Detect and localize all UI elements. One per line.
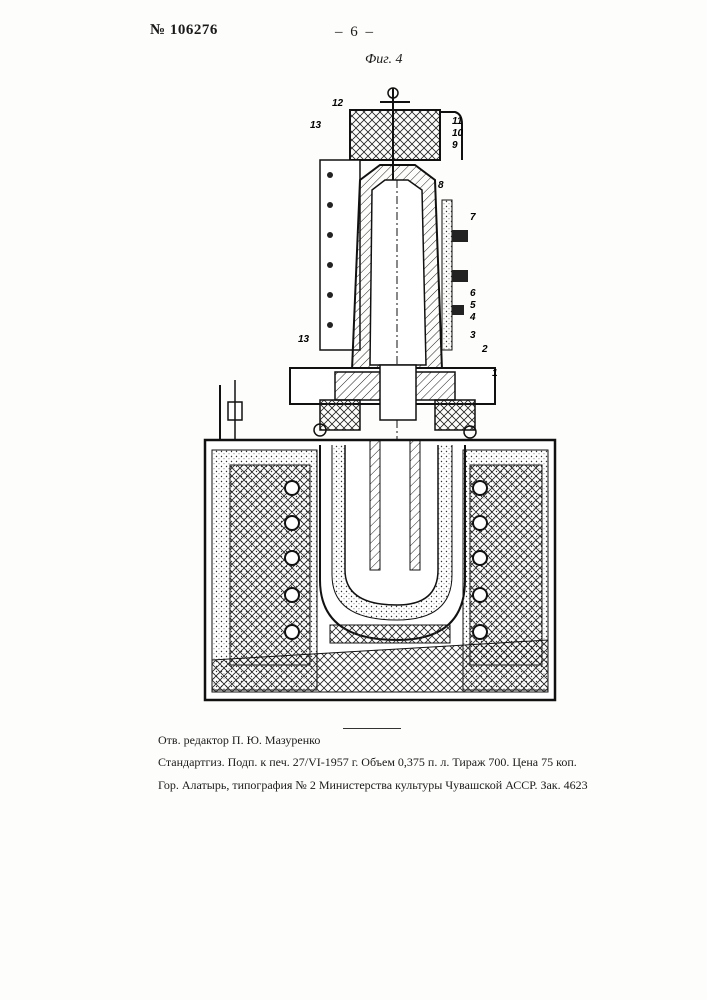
flange-assembly — [220, 365, 495, 440]
callout-8: 8 — [438, 180, 444, 191]
callout-5: 5 — [470, 300, 476, 311]
patent-number: № 106276 — [150, 22, 218, 39]
callout-10: 10 — [452, 128, 464, 139]
callout-4: 4 — [469, 312, 476, 323]
callout-7: 7 — [470, 212, 476, 223]
callout-12: 12 — [332, 98, 344, 109]
callout-6: 6 — [470, 288, 476, 299]
callout-13-top: 13 — [310, 120, 322, 131]
callout-9: 9 — [452, 140, 458, 151]
page-number: – 6 – — [335, 24, 375, 41]
callout-11: 11 — [452, 116, 463, 127]
furnace-technical-drawing: 12 11 10 9 8 7 6 5 4 3 2 1 13 13 — [180, 80, 580, 710]
figure-label: Фиг. 4 — [365, 52, 403, 68]
printing-house-line: Гор. Алатырь, типография № 2 Министерств… — [158, 778, 588, 793]
callout-1: 1 — [492, 368, 498, 379]
callout-2: 2 — [481, 344, 488, 355]
print-details-line: Стандартгиз. Подп. к печ. 27/VI-1957 г. … — [158, 755, 577, 770]
separator-rule — [343, 728, 401, 729]
editor-line: Отв. редактор П. Ю. Мазуренко — [158, 733, 320, 748]
callout-13-bottom: 13 — [298, 334, 310, 345]
furnace-body — [205, 440, 555, 700]
callout-3: 3 — [470, 330, 476, 341]
